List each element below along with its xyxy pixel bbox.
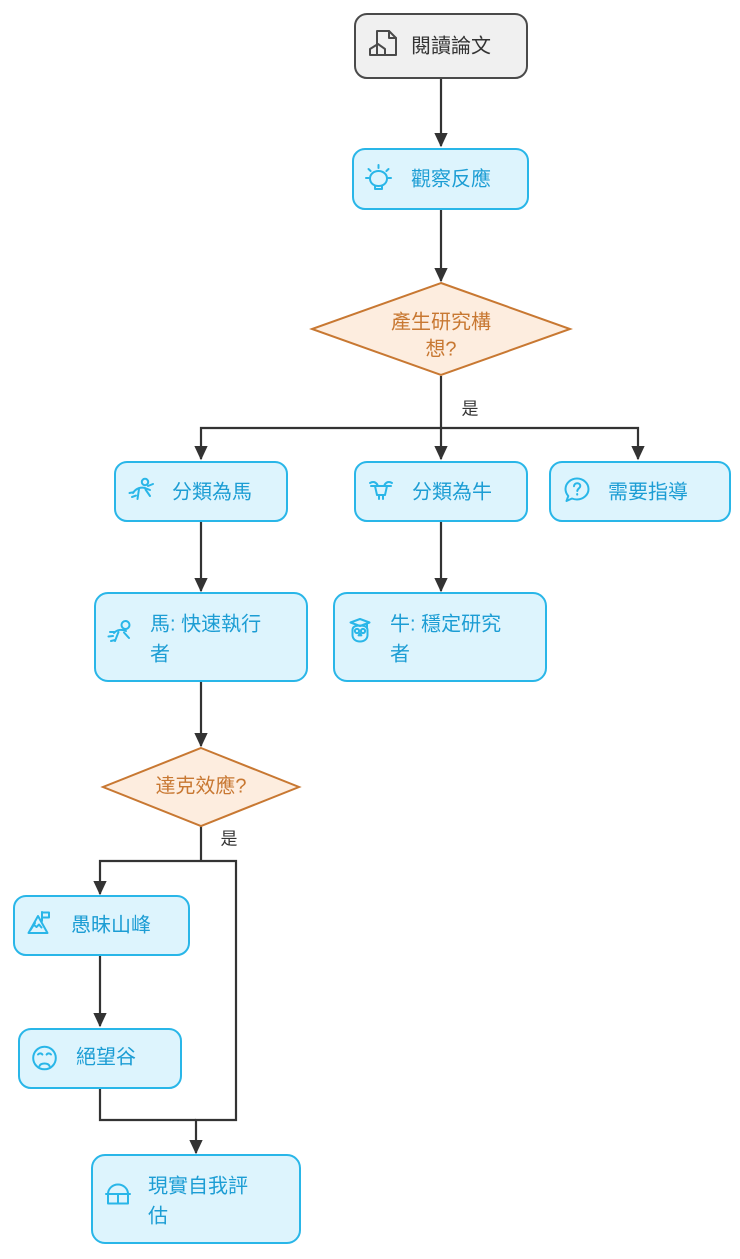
edge-label-idea-yes: 是 — [462, 399, 479, 418]
node-valley-of-despair-shape[interactable] — [18, 1028, 182, 1089]
node-valley-of-despair[interactable]: 絕望谷 — [18, 1028, 182, 1089]
graduate-owl-icon — [349, 618, 371, 643]
node-valley-of-despair-label-line-0: 絕望谷 — [76, 1045, 136, 1068]
node-dunning-kruger-shape[interactable] — [100, 746, 302, 828]
link-idea-to-horse — [194, 426, 441, 461]
link-valley-to-assessment — [98, 1088, 196, 1122]
node-classify-cow[interactable]: 分類為牛 — [354, 461, 528, 522]
running-person-icon — [107, 620, 131, 642]
node-peak-of-ignorance[interactable]: 愚昧山峰 — [13, 895, 190, 956]
node-peak-of-ignorance-shape[interactable] — [13, 895, 190, 956]
document-scan-icon — [369, 30, 397, 56]
edge-label-dk-yes: 是 — [221, 829, 238, 848]
node-horse-persona-shape[interactable] — [94, 592, 308, 682]
link-dk-to-peak — [93, 859, 201, 896]
lightbulb-icon — [365, 164, 392, 190]
ox-icon — [369, 480, 393, 500]
link-idea-to-guidance — [441, 426, 645, 461]
node-need-guidance-shape[interactable] — [549, 461, 731, 522]
node-generate-idea[interactable]: 產生研究構 想? — [309, 281, 573, 377]
node-realistic-self-assessment-label-line-1: 估 — [148, 1204, 168, 1227]
mountain-flag-icon — [27, 911, 50, 934]
node-cow-persona-label-line-0: 牛: 穩定研究 — [390, 612, 501, 635]
node-classify-cow-shape[interactable] — [354, 461, 528, 522]
node-classify-horse-shape[interactable] — [114, 461, 288, 522]
node-realistic-self-assessment[interactable]: 現實自我評 估 — [91, 1154, 301, 1244]
node-cow-persona-shape[interactable] — [333, 592, 547, 682]
node-observe-reaction-label-line-0: 觀察反應 — [411, 166, 491, 190]
sad-face-icon — [32, 1045, 57, 1071]
node-cow-persona[interactable]: 牛: 穩定研究 者 — [333, 592, 547, 682]
connectors — [93, 78, 645, 1155]
node-classify-cow-label-line-0: 分類為牛 — [412, 480, 492, 503]
node-generate-idea-shape[interactable] — [309, 281, 573, 377]
node-peak-of-ignorance-label-line-0: 愚昧山峰 — [71, 913, 151, 936]
node-dunning-kruger-label-line-0: 達克效應? — [155, 773, 246, 797]
node-classify-horse-label-line-0: 分類為馬 — [172, 480, 252, 503]
node-horse-persona-label-line-1: 者 — [150, 642, 170, 665]
node-cow-persona-label-line-1: 者 — [390, 642, 410, 665]
node-read-paper-shape[interactable] — [354, 13, 528, 79]
node-horse-persona[interactable]: 馬: 快速執行 者 — [94, 592, 308, 682]
horse-riding-icon — [128, 477, 154, 500]
node-read-paper-label-line-0: 閱讀論文 — [411, 34, 491, 57]
node-read-paper[interactable]: 閱讀論文 — [354, 13, 528, 79]
node-observe-reaction[interactable]: 觀察反應 — [352, 148, 529, 210]
node-dunning-kruger[interactable]: 達克效應? — [100, 746, 302, 828]
question-chat-icon — [564, 477, 590, 502]
node-realistic-self-assessment-label-line-0: 現實自我評 — [148, 1174, 248, 1197]
node-realistic-self-assessment-shape[interactable] — [91, 1154, 301, 1244]
node-classify-horse[interactable]: 分類為馬 — [114, 461, 288, 522]
node-generate-idea-label-line-0: 產生研究構 — [391, 310, 491, 333]
link-dk-bypass-to-assessment — [189, 859, 238, 1155]
node-horse-persona-label-line-0: 馬: 快速執行 — [150, 612, 261, 635]
node-need-guidance[interactable]: 需要指導 — [549, 461, 731, 522]
node-observe-reaction-shape[interactable] — [352, 148, 529, 210]
balance-basket-icon — [105, 1183, 131, 1205]
node-generate-idea-label-line-1: 想? — [425, 337, 456, 360]
node-need-guidance-label-line-0: 需要指導 — [608, 480, 688, 503]
